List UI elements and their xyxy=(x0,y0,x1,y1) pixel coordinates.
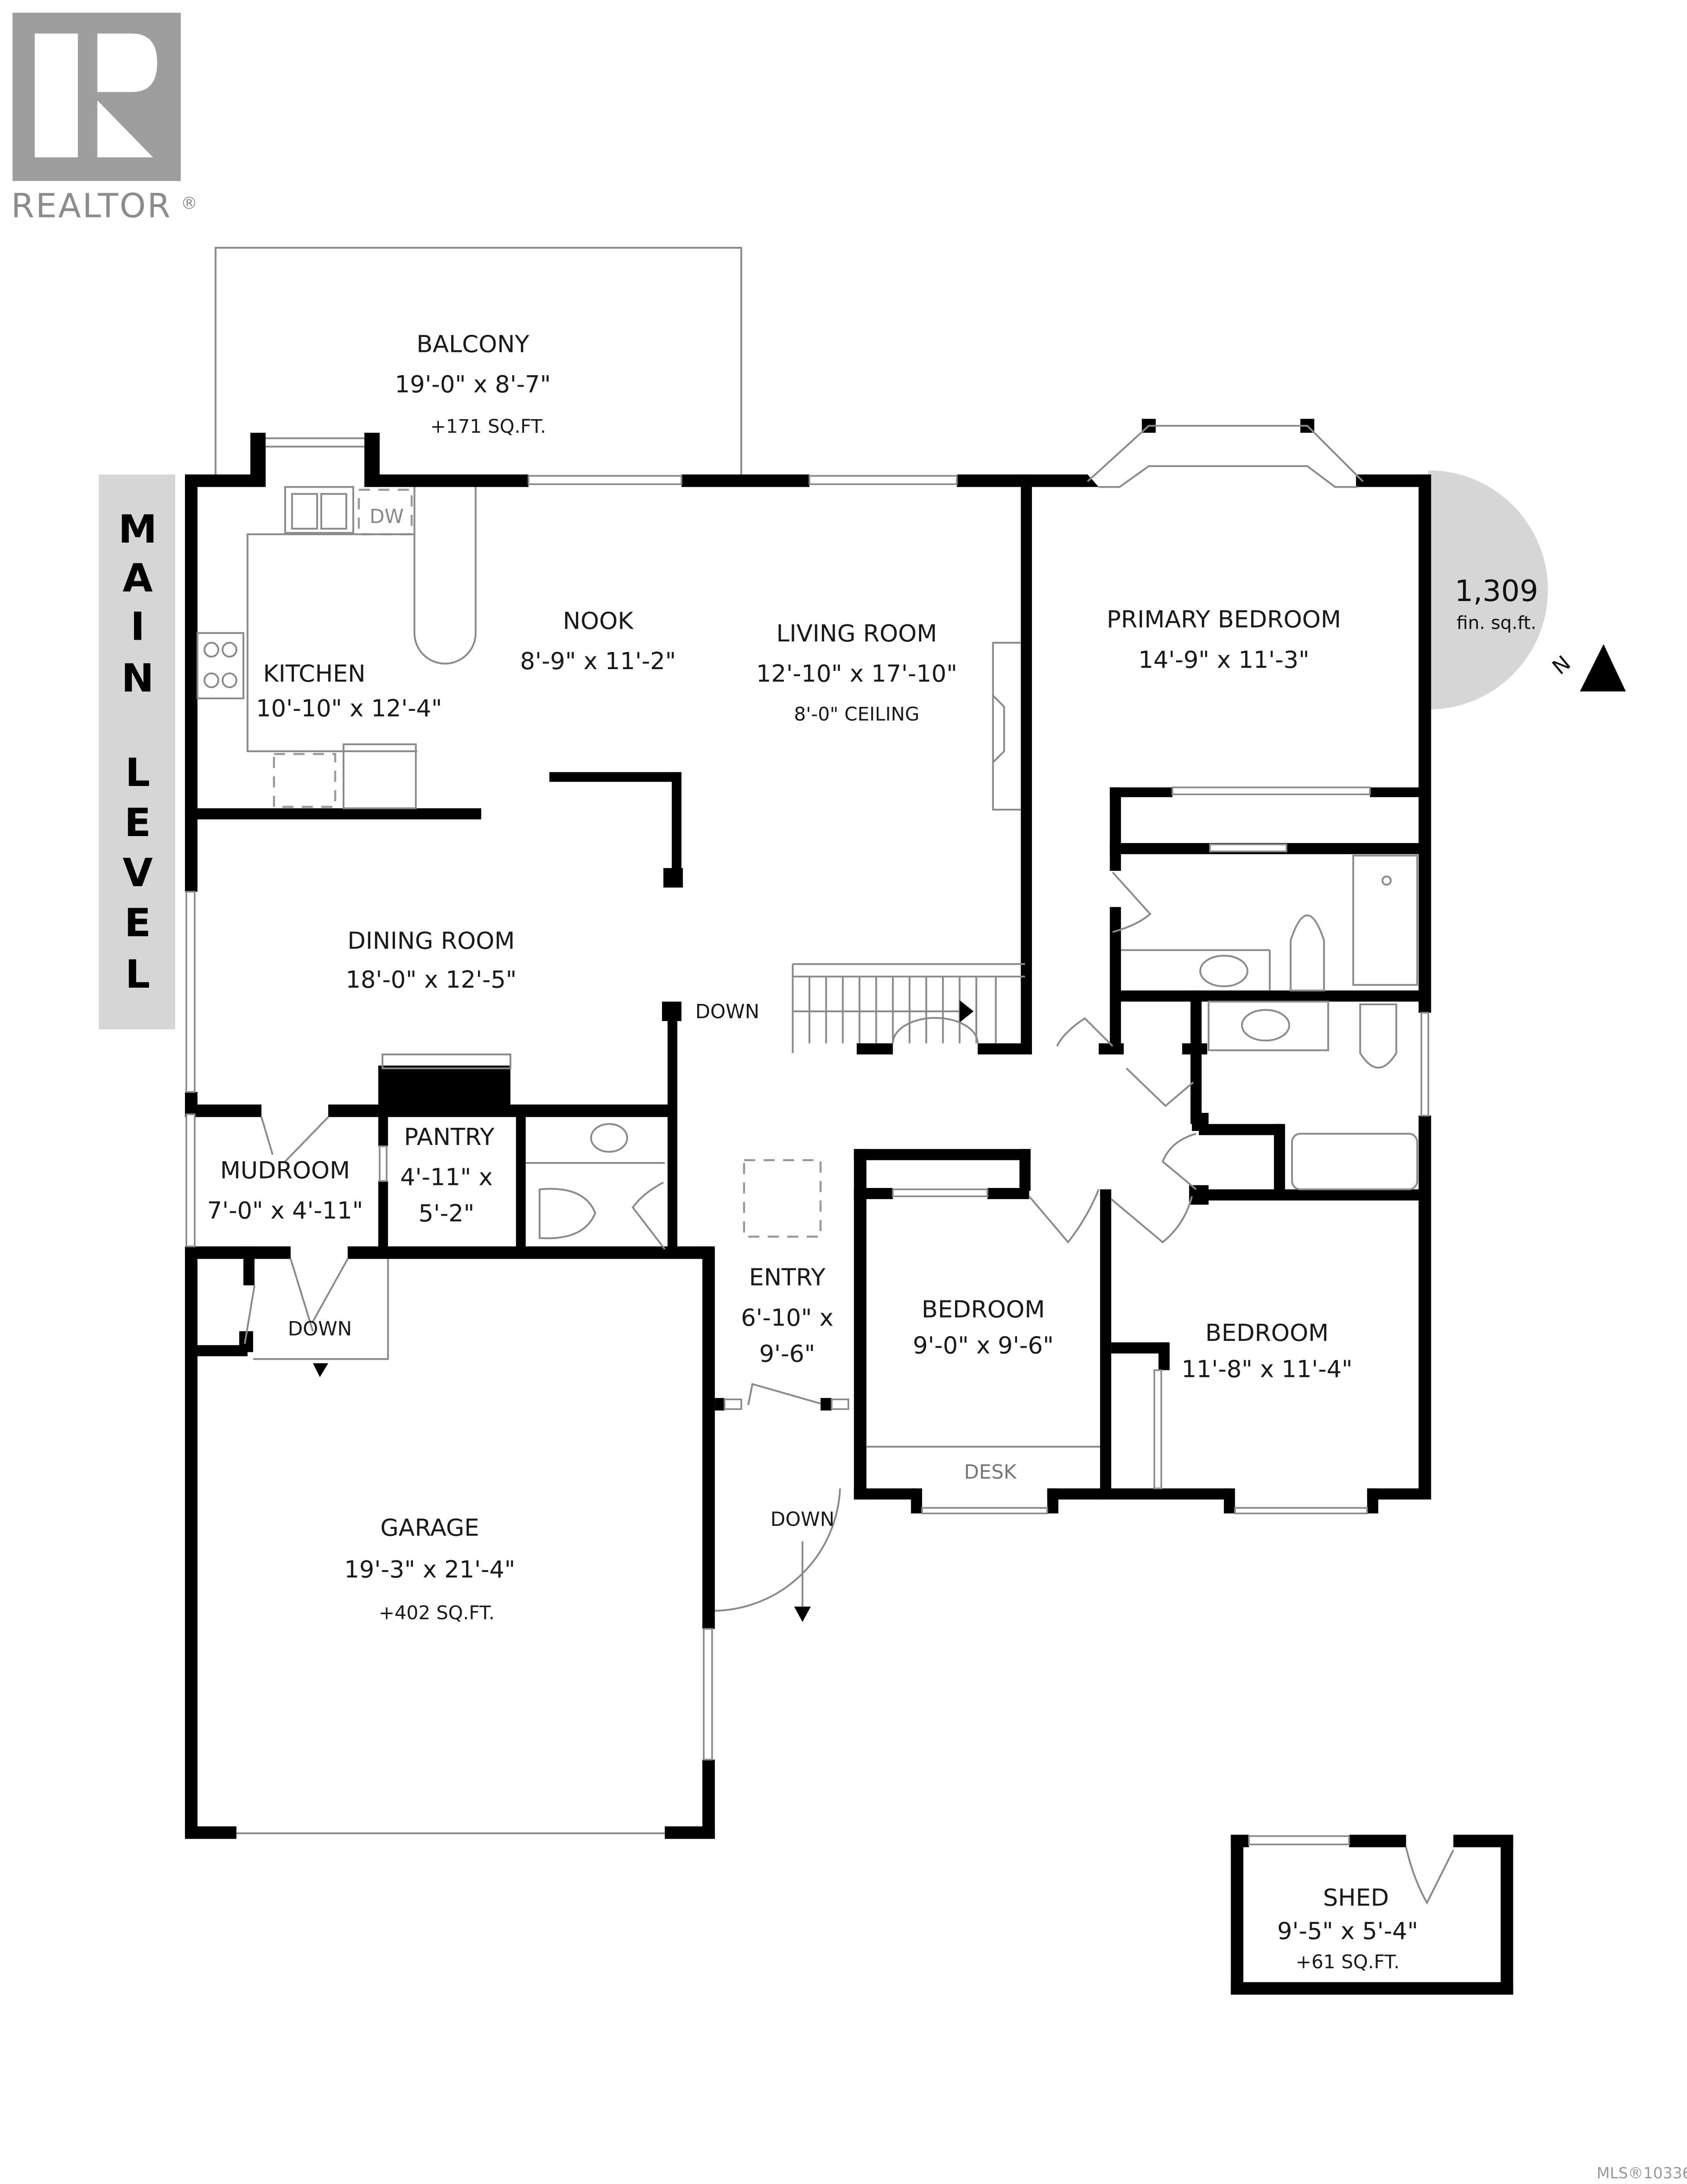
room-pantry: PANTRY 4'-11" x 5'-2" xyxy=(400,1123,495,1227)
room-primary-bedroom: PRIMARY BEDROOM 14'-9" x 11'-3" xyxy=(1107,605,1341,674)
room-dimensions: 7'-0" x 4'-11" xyxy=(207,1197,363,1224)
level-letter: E xyxy=(124,800,151,845)
realtor-wordmark: REALTOR xyxy=(11,186,172,225)
room-dimensions: 18'-0" x 12'-5" xyxy=(346,966,517,993)
room-dimensions: 12'-10" x 17'-10" xyxy=(756,660,957,688)
room-mudroom: MUDROOM 7'-0" x 4'-11" xyxy=(207,1156,363,1224)
room-name: GARAGE xyxy=(380,1514,479,1541)
level-letter: E xyxy=(124,900,151,945)
room-extra-area: +171 SQ.FT. xyxy=(430,416,546,438)
mls-number: MLS®1033695 xyxy=(1596,2165,1687,2182)
entry-stair-down-label: DOWN xyxy=(771,1508,835,1531)
registered-mark: ® xyxy=(181,193,199,213)
entry-down-arrow-icon xyxy=(794,1606,811,1622)
room-dimensions: 8'-9" x 11'-2" xyxy=(520,647,676,675)
ensuite-bathroom xyxy=(1121,855,1418,992)
level-letter: N xyxy=(121,656,154,701)
level-letter: I xyxy=(130,604,145,649)
room-name: DINING ROOM xyxy=(348,927,515,954)
room-entry: ENTRY 6'-10" x 9'-6" xyxy=(741,1264,833,1368)
dishwasher-label: DW xyxy=(369,506,404,528)
finished-area-unit: fin. sq.ft. xyxy=(1456,612,1536,633)
finished-area-value: 1,309 xyxy=(1455,574,1538,608)
main-bathroom xyxy=(1207,1000,1430,1191)
room-extra-area: +402 SQ.FT. xyxy=(379,1602,495,1624)
ceiling-height: 8'-0" CEILING xyxy=(794,703,920,725)
room-bedroom-2: BEDROOM 9'-0" x 9'-6" xyxy=(913,1295,1054,1359)
toilet-icon xyxy=(539,1188,597,1239)
room-dimensions-line1: 4'-11" x xyxy=(400,1163,493,1191)
room-name: ENTRY xyxy=(749,1264,825,1291)
kitchen-sink-icon xyxy=(284,486,355,534)
room-dimensions-line2: 5'-2" xyxy=(418,1199,474,1227)
room-dimensions: 9'-5" x 5'-4" xyxy=(1277,1917,1418,1945)
room-name: SHED xyxy=(1323,1883,1389,1911)
down-arrow-icon xyxy=(313,1363,329,1377)
room-shed: SHED 9'-5" x 5'-4" +61 SQ.FT. xyxy=(1277,1883,1418,1973)
balcony: BALCONY 19'-0" x 8'-7" +171 SQ.FT. xyxy=(214,246,742,476)
room-name: MUDROOM xyxy=(220,1156,350,1184)
stair-down-label: DOWN xyxy=(695,1001,760,1023)
room-dining: DINING ROOM 18'-0" x 12'-5" xyxy=(346,927,517,993)
toilet-icon xyxy=(1359,1003,1397,1069)
room-labels: KITCHEN 10'-10" x 12'-4" NOOK 8'-9" x 11… xyxy=(207,605,1418,1973)
room-kitchen: KITCHEN 10'-10" x 12'-4" xyxy=(256,660,442,722)
level-letter: L xyxy=(125,750,150,795)
room-name: PANTRY xyxy=(404,1123,495,1151)
room-name: BALCONY xyxy=(416,330,529,358)
level-banner: M A I N L E V E L xyxy=(98,474,175,1030)
room-garage: GARAGE 19'-3" x 21'-4" +402 SQ.FT. xyxy=(344,1514,515,1624)
powder-room xyxy=(525,1123,666,1250)
north-arrow-icon xyxy=(1580,644,1626,692)
walls xyxy=(185,419,1513,1995)
mudroom-stair-down-label: DOWN xyxy=(288,1318,352,1340)
stair-direction-arrow-icon xyxy=(959,1000,974,1023)
room-name: BEDROOM xyxy=(1206,1319,1329,1347)
room-living: LIVING ROOM 12'-10" x 17'-10" 8'-0" CEIL… xyxy=(756,619,957,725)
room-dimensions: 19'-0" x 8'-7" xyxy=(395,370,551,398)
room-dimensions: 9'-0" x 9'-6" xyxy=(913,1332,1054,1359)
room-name: PRIMARY BEDROOM xyxy=(1107,605,1341,633)
area-badge: 1,309 fin. sq.ft. N xyxy=(1428,470,1626,710)
sink-icon xyxy=(1241,1009,1290,1042)
level-letter: V xyxy=(123,850,153,895)
skylight-icon xyxy=(743,1159,822,1238)
room-bedroom-3: BEDROOM 11'-8" x 11'-4" xyxy=(1181,1319,1352,1383)
toilet-icon xyxy=(1289,914,1325,992)
shower-icon xyxy=(1352,855,1418,986)
room-dimensions: 10'-10" x 12'-4" xyxy=(256,695,442,722)
room-nook: NOOK 8'-9" x 11'-2" xyxy=(520,607,676,675)
room-name: NOOK xyxy=(563,607,634,634)
fireplace-icon xyxy=(992,641,1021,811)
room-name: BEDROOM xyxy=(922,1295,1045,1323)
room-dimensions-line2: 9'-6" xyxy=(759,1340,815,1368)
bathtub-icon xyxy=(1291,1133,1418,1191)
room-name: KITCHEN xyxy=(263,660,366,688)
room-dimensions: 11'-8" x 11'-4" xyxy=(1181,1355,1352,1383)
level-letter: M xyxy=(118,507,157,552)
room-dimensions: 19'-3" x 21'-4" xyxy=(344,1555,515,1583)
stove-icon xyxy=(196,632,245,699)
room-dimensions-line1: 6'-10" x xyxy=(741,1304,833,1331)
level-letter: A xyxy=(123,555,153,601)
realtor-logo: REALTOR ® xyxy=(11,12,199,225)
sink-icon xyxy=(1199,955,1249,987)
room-name: LIVING ROOM xyxy=(776,619,937,647)
desk-label: DESK xyxy=(964,1461,1017,1484)
room-extra-area: +61 SQ.FT. xyxy=(1296,1951,1399,1973)
room-dimensions: 14'-9" x 11'-3" xyxy=(1138,646,1309,674)
fixtures: DW xyxy=(185,425,1455,1905)
main-staircase xyxy=(792,963,1025,1053)
compass-north-label: N xyxy=(1548,651,1575,680)
level-letter: L xyxy=(125,952,150,997)
